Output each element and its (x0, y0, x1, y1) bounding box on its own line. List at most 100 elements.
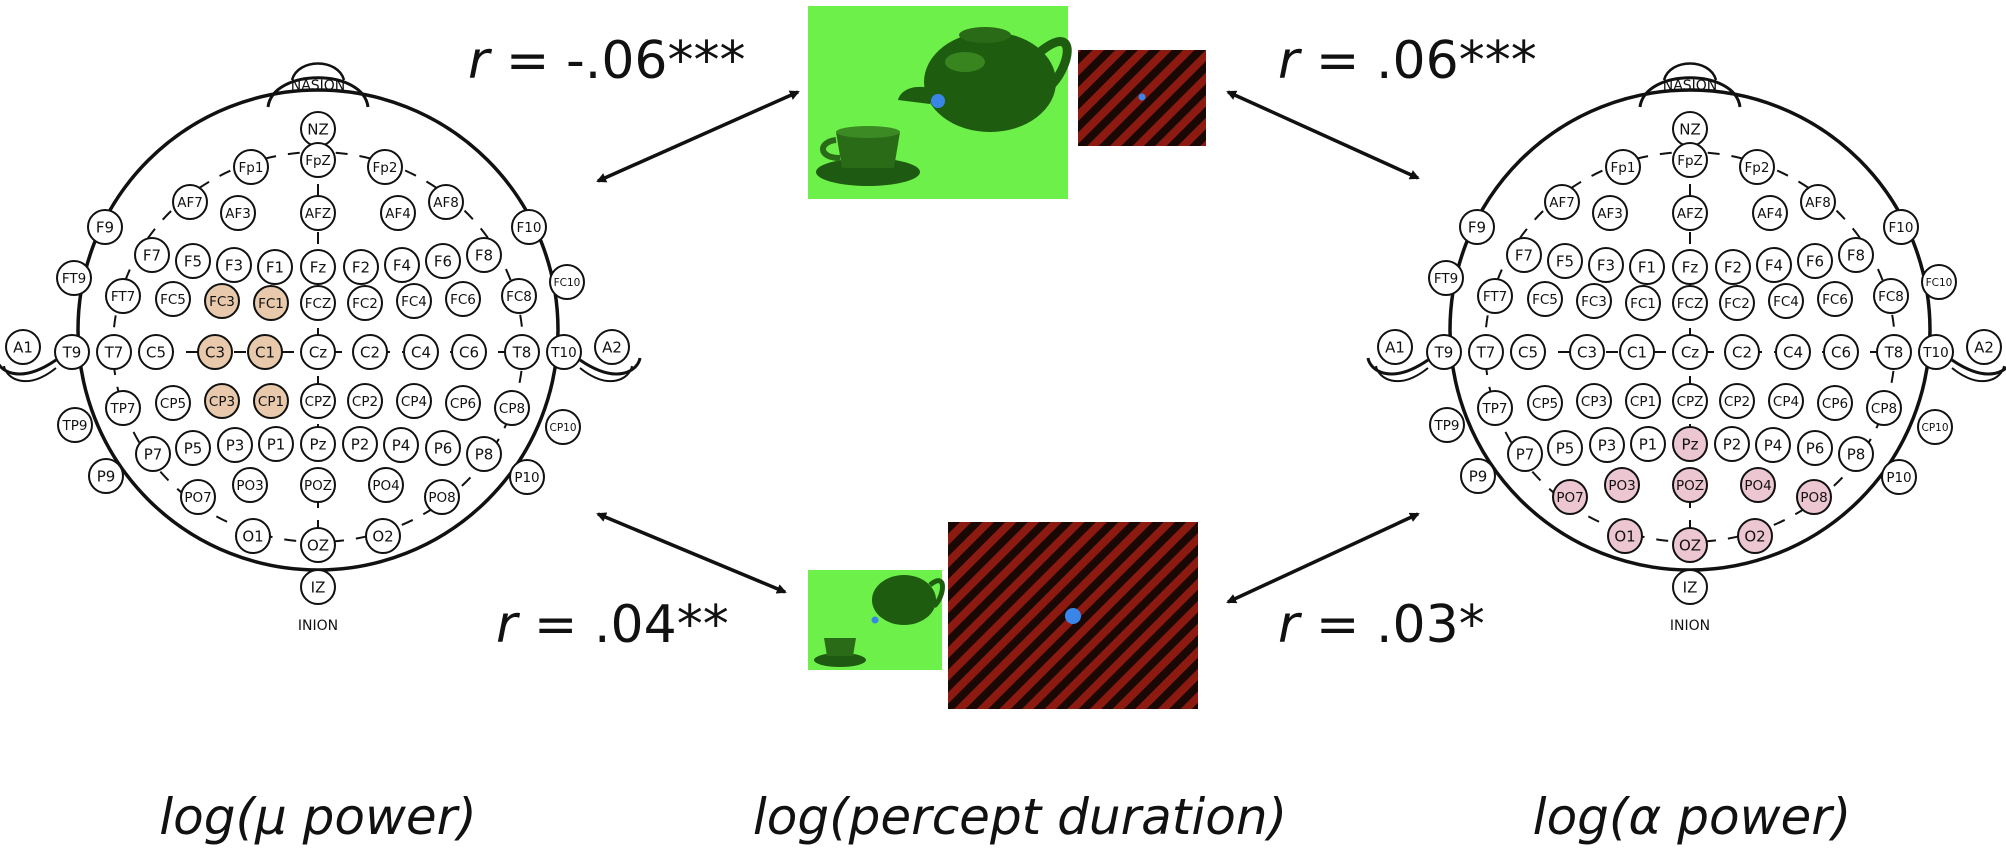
electrode-po3 (232, 467, 268, 503)
electrode-o1 (1607, 518, 1643, 554)
electrode-label: CP6 (450, 396, 476, 412)
electrode-label: CP2 (1724, 394, 1750, 410)
electrode-fc3 (1576, 283, 1612, 319)
electrode-f8 (1838, 237, 1874, 273)
electrode-c4 (403, 334, 439, 370)
electrode-f4 (384, 247, 420, 283)
electrode-label: CPZ (305, 394, 332, 410)
electrode-oz (300, 527, 336, 563)
electrode-label: C1 (1627, 343, 1647, 361)
electrode-label: FT9 (62, 271, 86, 287)
electrode-p1 (258, 426, 294, 462)
electrode-f5 (1547, 243, 1583, 279)
electrode-fpz (1672, 142, 1708, 178)
electrode-label: A2 (1974, 338, 1994, 356)
electrode-cp2 (1719, 383, 1755, 419)
electrode-label: Fp1 (1611, 160, 1636, 176)
electrode-label: FC4 (401, 294, 427, 310)
ear-right-outline (1951, 358, 2006, 376)
electrode-label: P2 (1723, 435, 1742, 453)
electrode-p3 (1589, 427, 1625, 463)
caption-mu-power: log(μ power) (159, 788, 476, 846)
correlation-top-right: r = .06*** (1278, 31, 1537, 91)
electrode-f6 (1797, 243, 1833, 279)
arrow-top-right (1226, 90, 1420, 180)
electrode-o1 (235, 518, 271, 554)
electrode-label: TP7 (110, 401, 136, 417)
electrode-t7 (1468, 334, 1504, 370)
electrode-label: F7 (1515, 246, 1533, 264)
electrode-label: P6 (1806, 439, 1825, 457)
electrode-label: F7 (143, 246, 161, 264)
electrode-oz (1672, 527, 1708, 563)
electrode-p10 (1881, 459, 1917, 495)
electrode-fc2 (347, 285, 383, 321)
electrode-p8 (1838, 436, 1874, 472)
ear-left-outline (3, 365, 57, 382)
electrode-cp10 (545, 409, 581, 445)
electrode-c1 (1619, 334, 1655, 370)
electrode-c1 (247, 334, 283, 370)
electrode-cp3 (1576, 383, 1612, 419)
electrode-cp6 (1817, 385, 1853, 421)
electrode-label: P8 (1847, 445, 1866, 463)
electrode-t9 (54, 334, 90, 370)
electrode-label: C6 (1831, 343, 1851, 361)
electrode-f7 (1506, 237, 1542, 273)
electrode-label: CP6 (1822, 396, 1848, 412)
electrode-label: CP4 (401, 394, 427, 410)
electrode-label: FT7 (1483, 289, 1507, 305)
electrode-af8 (1800, 184, 1836, 220)
electrode-label: Pz (1682, 435, 1699, 453)
electrode-label: F6 (434, 252, 452, 270)
electrode-c4 (1775, 334, 1811, 370)
electrode-po7 (1552, 479, 1588, 515)
stimulus-bottom-teapot-small (808, 570, 945, 670)
electrode-fz (300, 249, 336, 285)
electrode-t9 (1426, 334, 1462, 370)
electrode-p5 (175, 430, 211, 466)
electrode-label: FC1 (258, 296, 284, 312)
nose-outline (290, 62, 346, 81)
electrode-ft9 (1428, 260, 1464, 296)
electrode-label: F8 (1847, 246, 1865, 264)
caption-percept-duration: log(percept duration) (753, 788, 1287, 846)
electrode-label: T10 (1922, 345, 1948, 361)
electrode-p4 (383, 427, 419, 463)
electrode-label: AF7 (1549, 195, 1575, 211)
electrode-po3 (1604, 467, 1640, 503)
electrode-po4 (368, 467, 404, 503)
electrode-label: O1 (1614, 527, 1635, 545)
electrode-fc8 (1873, 278, 1909, 314)
electrode-label: CP5 (1532, 396, 1558, 412)
electrode-label: CP8 (1871, 401, 1897, 417)
electrode-p2 (1714, 426, 1750, 462)
electrode-label: AF3 (1597, 206, 1623, 222)
electrode-t8 (1876, 334, 1912, 370)
electrode-label: C6 (459, 343, 479, 361)
ear-left-outline (0, 358, 57, 376)
electrode-af7 (1544, 184, 1580, 220)
label-nasion: NASION (1663, 78, 1718, 94)
electrode-c2 (352, 334, 388, 370)
electrode-c6 (1823, 334, 1859, 370)
electrode-label: F6 (1806, 252, 1824, 270)
electrode-fc4 (396, 283, 432, 319)
electrode-tp7 (105, 390, 141, 426)
electrode-a1 (5, 329, 41, 365)
electrode-label: F2 (352, 258, 370, 276)
electrode-p2 (342, 426, 378, 462)
electrode-iz (1672, 569, 1708, 605)
stimulus-top-grating-small (1078, 50, 1206, 146)
electrode-p1 (1630, 426, 1666, 462)
electrode-cp3 (204, 383, 240, 419)
electrode-cp10 (1917, 409, 1953, 445)
correlation-top-left: r = -.06*** (468, 31, 745, 91)
electrode-label: P3 (1598, 436, 1617, 454)
electrode-ft9 (56, 260, 92, 296)
electrode-label: AF8 (433, 195, 459, 211)
electrode-p5 (1547, 430, 1583, 466)
electrode-label: CP8 (499, 401, 525, 417)
electrode-ft7 (105, 278, 141, 314)
electrode-fc6 (1817, 281, 1853, 317)
